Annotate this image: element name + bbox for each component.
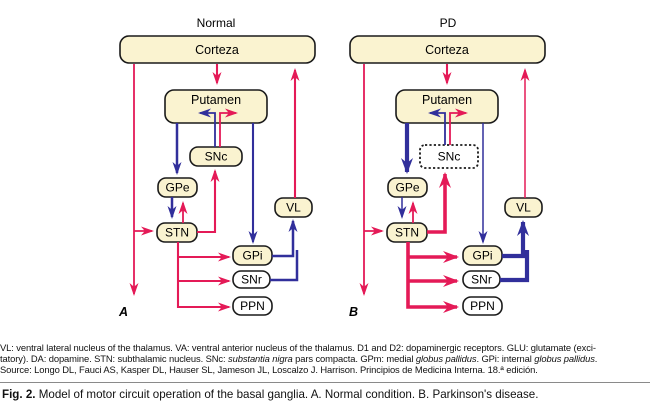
panel-a-label: A: [118, 305, 128, 319]
node-putamen-normal: [164, 89, 268, 124]
panel-normal: Normal Corteza Putamen SNc GPe VL STN GP…: [118, 16, 316, 319]
abbr-line-1: VL: ventral lateral nucleus of the thala…: [0, 342, 596, 353]
panel-pd-title: PD: [440, 16, 457, 30]
panel-pd: PD Corteza Putamen SNc GPe VL STN GPi SN…: [349, 16, 546, 319]
edge-stn-snc-normal: [197, 169, 220, 234]
node-snc-normal: [189, 146, 243, 167]
node-gpi-normal-label: GPi: [242, 249, 262, 263]
abbreviations-block: VL: ventral lateral nucleus of the thala…: [0, 342, 650, 375]
node-vl-normal: [274, 197, 313, 218]
edge-snc-putamen-d1-normal: [219, 108, 238, 147]
node-ppn-normal-label: PPN: [240, 299, 265, 313]
node-vl-pd: [504, 197, 543, 218]
node-corteza-normal: [119, 35, 316, 64]
node-putamen-normal-label: Putamen: [191, 93, 241, 107]
abbr-line-2: tatory). DA: dopamine. STN: subthalamic …: [0, 353, 650, 364]
node-putamen-pd: [395, 89, 499, 124]
abbr-seg-italic: globus pallidus: [534, 353, 595, 364]
edge-snc-putamen-d2-normal: [198, 108, 216, 147]
node-snr-pd-label: SNr: [471, 273, 492, 287]
node-ppn-pd-label: PPN: [470, 299, 495, 313]
node-snc-pd-label: SNc: [438, 150, 461, 164]
node-gpi-pd-label: GPi: [472, 249, 492, 263]
node-stn-pd-label: STN: [395, 226, 419, 240]
edge-stn-snc-pd: [427, 172, 451, 234]
node-snr-normal-label: SNr: [241, 273, 262, 287]
edge-stn-ppn-normal: [176, 242, 231, 312]
abbr-seg: .: [594, 353, 598, 364]
abbr-line-3-source: Source: Longo DL, Fauci AS, Kasper DL, H…: [0, 364, 538, 375]
edge-gpi-vl-pd: [502, 220, 529, 259]
panel-b-label: B: [349, 305, 358, 319]
node-stn-normal-label: STN: [165, 226, 189, 240]
edge-gpi-vl-normal: [272, 219, 298, 258]
basal-ganglia-diagram: Normal Corteza Putamen SNc GPe VL STN GP…: [118, 16, 546, 319]
abbr-seg: pars compacta. GPm: medial: [292, 353, 416, 364]
node-corteza-pd: [349, 35, 546, 64]
edge-snc-putamen-d2-pd: [428, 108, 446, 145]
node-gpe-normal-label: GPe: [165, 181, 189, 195]
abbr-seg: tatory). DA: dopamine. STN: subthalamic …: [0, 353, 229, 364]
node-snc-normal-label: SNc: [205, 150, 228, 164]
edge-stn-ppn-pd: [406, 242, 459, 313]
edge-snc-putamen-d1-pd: [449, 108, 468, 145]
node-corteza-normal-label: Corteza: [195, 43, 239, 57]
node-vl-normal-label: VL: [286, 201, 301, 215]
node-gpe-pd-label: GPe: [395, 181, 419, 195]
node-gpe-pd: [387, 177, 428, 198]
panel-normal-title: Normal: [197, 16, 236, 30]
node-snc-pd-degenerated: [419, 144, 479, 169]
edge-snr-vl-pd: [500, 250, 530, 283]
figure-number: Fig. 2.: [2, 388, 36, 401]
node-corteza-pd-label: Corteza: [425, 43, 469, 57]
node-ppn-normal: [232, 296, 273, 316]
edge-snr-vl-normal: [270, 250, 299, 282]
node-vl-pd-label: VL: [516, 201, 531, 215]
abbr-seg-italic: substantia nigra: [228, 353, 293, 364]
caption-divider: [0, 382, 650, 383]
node-gpe-normal: [157, 177, 198, 198]
abbr-seg-italic: globus pallidus: [415, 353, 477, 364]
abbr-seg: . GPi: internal: [476, 353, 535, 364]
node-putamen-pd-label: Putamen: [422, 93, 472, 107]
figure-caption: Fig. 2. Model of motor circuit operation…: [0, 388, 650, 401]
node-ppn-pd: [462, 296, 503, 316]
figure-caption-text: Model of motor circuit operation of the …: [38, 388, 539, 401]
